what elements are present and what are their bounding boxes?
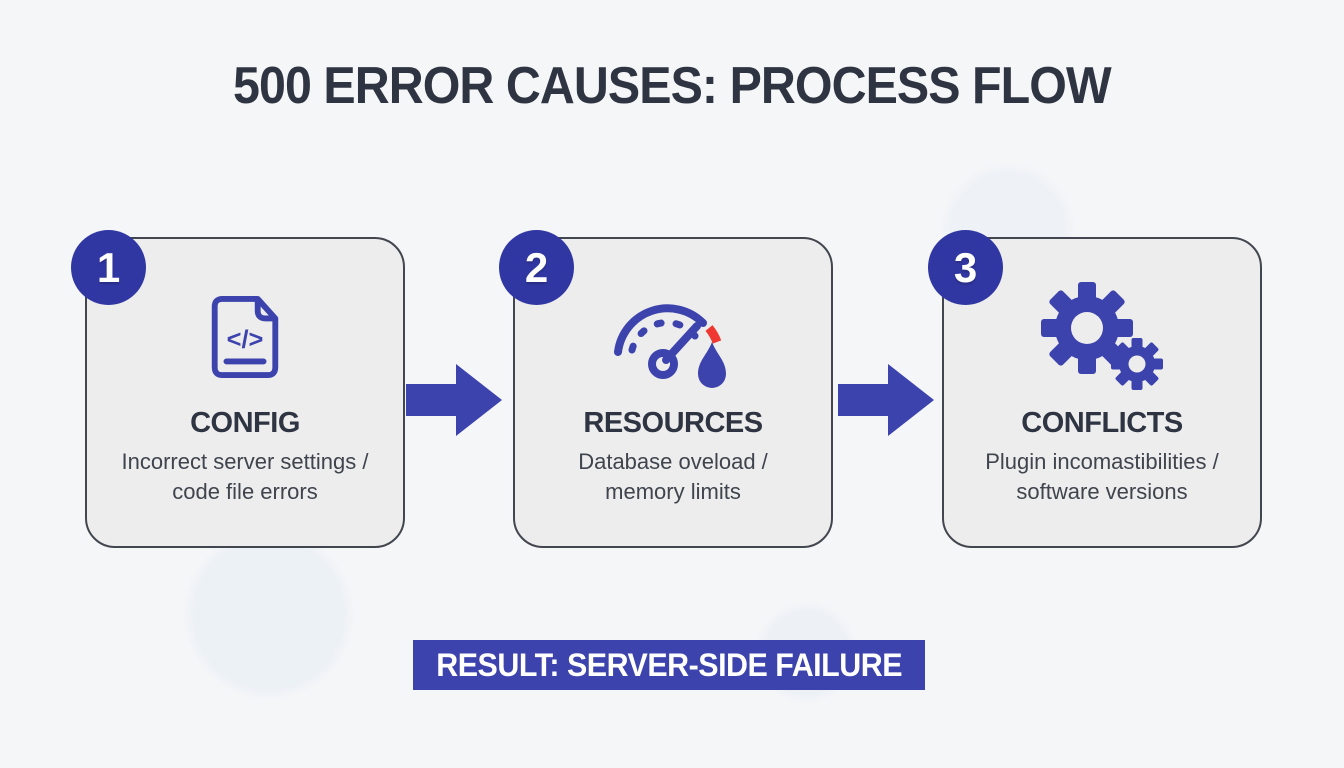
arrow-right-icon bbox=[838, 364, 934, 436]
result-banner-label: RESULT: SERVER-SIDE FAILURE bbox=[436, 646, 902, 683]
code-glyph: </> bbox=[227, 326, 264, 354]
step-description-line1: Plugin incomastibilities / bbox=[985, 449, 1219, 474]
step-number-badge: 1 bbox=[71, 230, 146, 305]
step-description: Database oveload / memory limits bbox=[515, 447, 831, 507]
page-title-text: 500 ERROR CAUSES: PROCESS FLOW bbox=[233, 57, 1112, 115]
result-banner: RESULT: SERVER-SIDE FAILURE bbox=[413, 640, 925, 690]
step-number: 3 bbox=[953, 243, 978, 291]
step-number-badge: 3 bbox=[928, 230, 1003, 305]
step-number: 1 bbox=[96, 243, 121, 291]
gears-icon bbox=[944, 277, 1260, 397]
step-description-line2: memory limits bbox=[605, 479, 741, 504]
code-file-icon: </> bbox=[87, 277, 403, 397]
page-title: 500 ERROR CAUSES: PROCESS FLOW bbox=[0, 56, 1344, 116]
step-number-badge: 2 bbox=[499, 230, 574, 305]
step-description: Plugin incomastibilities / software vers… bbox=[944, 447, 1260, 507]
step-title: CONFLICTS bbox=[1021, 407, 1183, 439]
step-description-line2: code file errors bbox=[172, 479, 318, 504]
gauge-icon bbox=[515, 277, 831, 397]
step-number: 2 bbox=[524, 243, 549, 291]
step-description-line2: software versions bbox=[1016, 479, 1188, 504]
step-title: RESOURCES bbox=[583, 407, 763, 439]
step-card-resources: 2 RESOURCES Database oveload / memory li… bbox=[499, 230, 833, 548]
step-description-line1: Database oveload / bbox=[578, 449, 768, 474]
arrow-right-icon bbox=[406, 364, 502, 436]
step-description-line1: Incorrect server settings / bbox=[121, 449, 369, 474]
step-title: CONFIG bbox=[190, 407, 300, 439]
step-card-config: 1 </> CONFIG Incorrect server settings /… bbox=[71, 230, 405, 548]
step-description: Incorrect server settings / code file er… bbox=[87, 447, 403, 507]
step-card-conflicts: 3 bbox=[928, 230, 1262, 548]
